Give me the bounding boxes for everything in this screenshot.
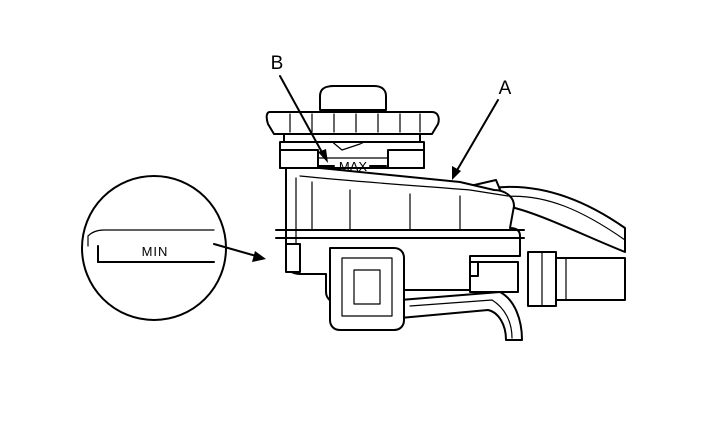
- max-label: MAX: [339, 159, 368, 174]
- lower-hose: [527, 251, 626, 307]
- reservoir-body: [275, 161, 525, 331]
- reservoir-cap: [265, 85, 440, 143]
- max-level-mark: MAX: [317, 159, 387, 174]
- callout-b: B: [271, 53, 328, 163]
- callout-b-label: B: [271, 53, 284, 74]
- callout-a: A: [452, 78, 512, 180]
- min-detail-circle: MIN: [81, 175, 227, 321]
- min-label: MIN: [142, 244, 169, 259]
- callout-a-label: A: [499, 78, 512, 99]
- detail-pointer-arrow: [213, 243, 266, 262]
